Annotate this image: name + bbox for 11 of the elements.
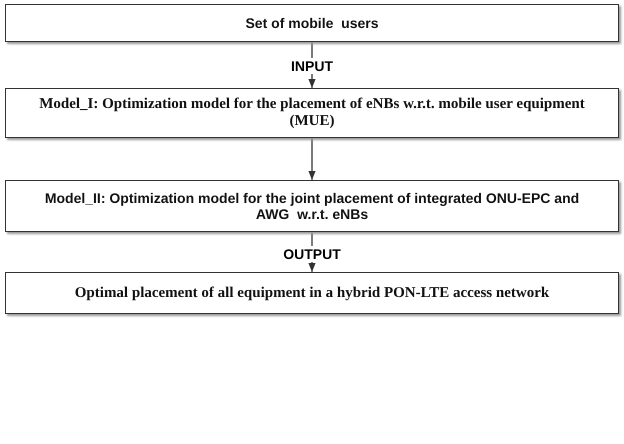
- box-text: Model_II: Optimization model for the joint placement of integrated ONU-EPC and AWG w.r.t. eNBs: [44, 190, 580, 222]
- box-text: Model_I: Optimization model for the placement of eNBs w.r.t. mobile user equipment (MUE): [38, 96, 586, 130]
- process-box: [5, 180, 619, 232]
- process-box: [5, 4, 619, 42]
- box-text: Set of mobile users: [244, 15, 380, 31]
- process-box: [5, 272, 619, 314]
- process-box: [5, 88, 619, 138]
- edge-label: OUTPUT: [281, 246, 343, 262]
- arrow: [308, 138, 316, 180]
- edge-label: INPUT: [289, 58, 335, 74]
- box-text: Optimal placement of all equipment in a hybrid PON-LTE access network: [74, 284, 550, 302]
